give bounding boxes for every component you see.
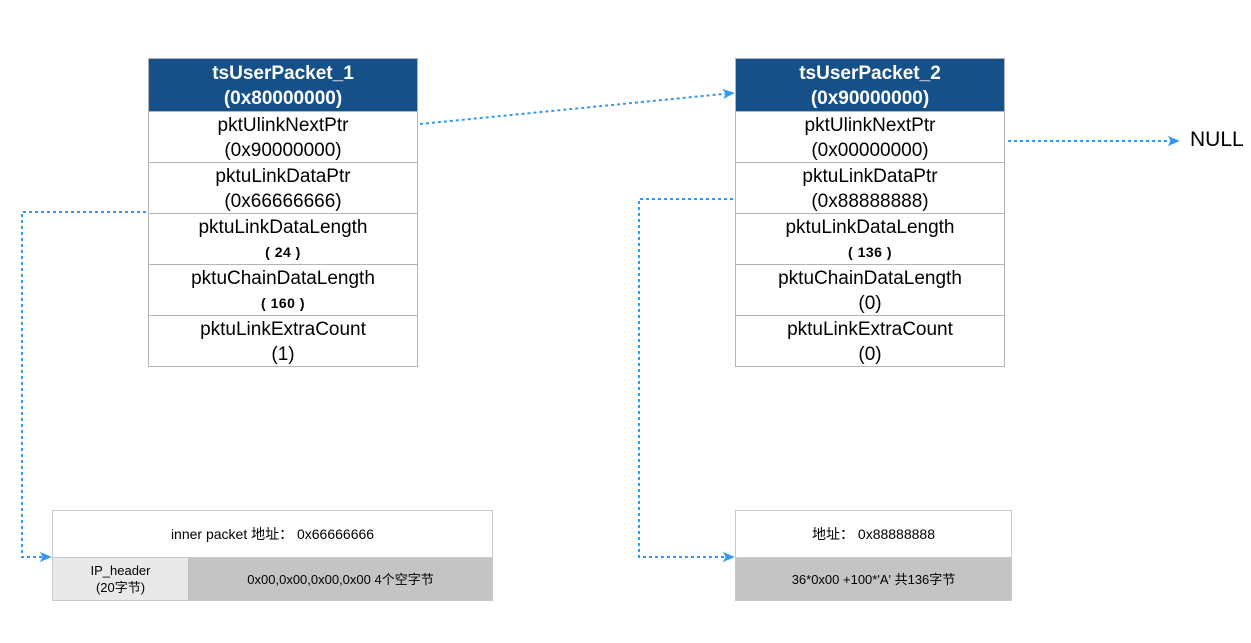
memory-cell-padding-bytes-text: 0x00,0x00,0x00,0x00 4个空字节: [247, 571, 434, 587]
struct-2-field-pktuchaindatalength: pktuChainDataLength (0): [736, 264, 1004, 315]
field-name: pktuLinkExtraCount: [200, 319, 366, 340]
struct-2-field-pktulinkdataptr: pktuLinkDataPtr (0x88888888): [736, 162, 1004, 213]
field-value: ( 24 ): [265, 244, 301, 260]
field-value: (0x90000000): [224, 140, 342, 161]
memory-cell-ip-header-line1: IP_header: [90, 563, 151, 578]
memory-cell-padding-bytes: 0x00,0x00,0x00,0x00 4个空字节: [189, 558, 492, 600]
field-value: (1): [271, 344, 295, 365]
field-name: pktuLinkExtraCount: [787, 319, 953, 340]
struct-2-address: (0x90000000): [810, 88, 930, 109]
field-name: pktuChainDataLength: [778, 268, 962, 289]
struct-table-tsuserpacket-2: tsUserPacket_2 (0x90000000) pktUlinkNext…: [735, 58, 1005, 367]
field-name: pktuLinkDataLength: [785, 217, 955, 238]
struct-2-field-pktulinknextptr: pktUlinkNextPtr (0x00000000): [736, 111, 1004, 162]
memory-block-1-cells: IP_header (20字节) 0x00,0x00,0x00,0x00 4个空…: [53, 557, 492, 600]
memory-block-2-address: 地址： 0x88888888: [736, 511, 1011, 557]
struct-2-header: tsUserPacket_2 (0x90000000): [736, 59, 1004, 111]
field-name: pktUlinkNextPtr: [804, 115, 936, 136]
struct-2-title: tsUserPacket_2: [799, 63, 941, 84]
field-name: pktuChainDataLength: [191, 268, 375, 289]
struct-1-field-pktulinknextptr: pktUlinkNextPtr (0x90000000): [149, 111, 417, 162]
memory-cell-ip-header-line2: (20字节): [95, 580, 146, 595]
field-value: (0x88888888): [811, 191, 929, 212]
field-value: ( 160 ): [261, 295, 305, 311]
field-value: (0): [858, 293, 882, 314]
field-name: pktUlinkNextPtr: [217, 115, 349, 136]
memory-block-1-address: inner packet 地址： 0x66666666: [53, 511, 492, 557]
struct-1-field-pktulinkdataptr: pktuLinkDataPtr (0x66666666): [149, 162, 417, 213]
connector-data-ptr-1-to-memory: [21, 211, 146, 563]
memory-block-payload: 地址： 0x88888888 36*0x00 +100*'A' 共136字节: [735, 510, 1012, 601]
memory-cell-ip-header: IP_header (20字节): [53, 558, 189, 600]
struct-1-field-pktulinkextracount: pktuLinkExtraCount (1): [149, 315, 417, 366]
null-label: NULL: [1190, 128, 1244, 151]
memory-cell-payload-bytes: 36*0x00 +100*'A' 共136字节: [736, 558, 1011, 600]
field-name: pktuLinkDataPtr: [802, 166, 938, 187]
memory-block-inner-packet: inner packet 地址： 0x66666666 IP_header (2…: [52, 510, 493, 601]
connector-data-ptr-2-to-memory: [638, 198, 735, 563]
struct-1-field-pktuchaindatalength: pktuChainDataLength ( 160 ): [149, 264, 417, 315]
field-name: pktuLinkDataLength: [198, 217, 368, 238]
struct-1-address: (0x80000000): [223, 88, 343, 109]
struct-2-field-pktulinkextracount: pktuLinkExtraCount (0): [736, 315, 1004, 366]
struct-table-tsuserpacket-1: tsUserPacket_1 (0x80000000) pktUlinkNext…: [148, 58, 418, 367]
struct-1-header: tsUserPacket_1 (0x80000000): [149, 59, 417, 111]
struct-1-title: tsUserPacket_1: [212, 63, 354, 84]
field-name: pktuLinkDataPtr: [215, 166, 351, 187]
field-value: (0x00000000): [811, 140, 929, 161]
field-value: (0): [858, 344, 882, 365]
struct-2-field-pktulinkdatalength: pktuLinkDataLength ( 136 ): [736, 213, 1004, 264]
memory-block-2-cells: 36*0x00 +100*'A' 共136字节: [736, 557, 1011, 600]
field-value: (0x66666666): [224, 191, 342, 212]
connector-next-ptr-1-to-2: [419, 88, 735, 125]
memory-cell-payload-bytes-text: 36*0x00 +100*'A' 共136字节: [791, 571, 956, 587]
field-value: ( 136 ): [848, 244, 892, 260]
struct-1-field-pktulinkdatalength: pktuLinkDataLength ( 24 ): [149, 213, 417, 264]
